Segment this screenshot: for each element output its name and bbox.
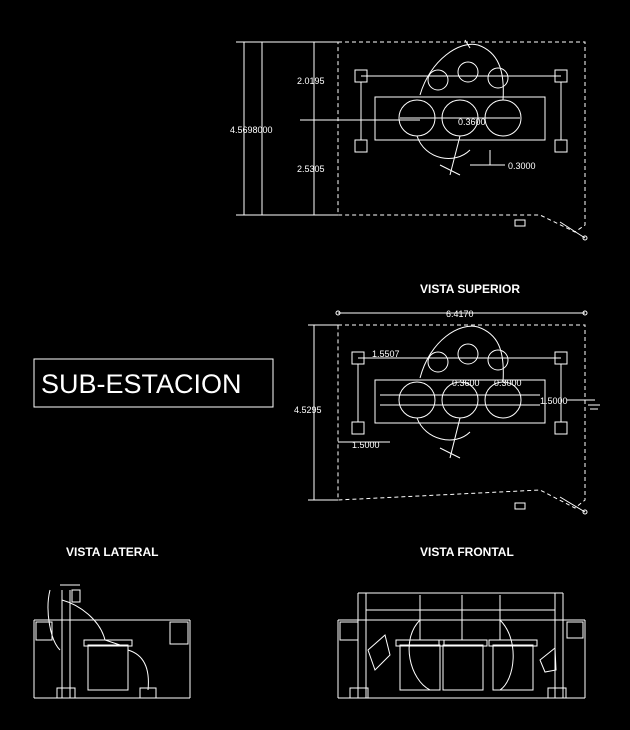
dim-left-top: 1.5507 (372, 349, 400, 359)
dim-lower: 2.5305 (297, 164, 325, 174)
superior-plan-view (308, 310, 600, 515)
dim-left-bottom: 1.5000 (352, 440, 380, 450)
dim-spacing-1: 0.3600 (452, 378, 480, 388)
label-vista-frontal: VISTA FRONTAL (420, 545, 514, 559)
dim-spacing-2: 0.3000 (494, 378, 522, 388)
dim-total: 4.5698000 (230, 125, 273, 135)
top-plan-view (236, 39, 588, 241)
dim-right: 1.5000 (540, 396, 568, 406)
label-vista-superior: VISTA SUPERIOR (420, 282, 520, 296)
title-frame (33, 358, 274, 408)
dim-height: 4.5295 (294, 405, 322, 415)
label-vista-lateral: VISTA LATERAL (66, 545, 158, 559)
lateral-view (33, 584, 191, 699)
dim-upper: 2.0195 (297, 76, 325, 86)
dim-offset: 0.3000 (508, 161, 536, 171)
dim-width: 6.4170 (446, 309, 474, 319)
dim-spacing: 0.3600 (458, 117, 486, 127)
drawing-title: SUB-ESTACION (41, 369, 242, 399)
frontal-view (337, 592, 586, 699)
